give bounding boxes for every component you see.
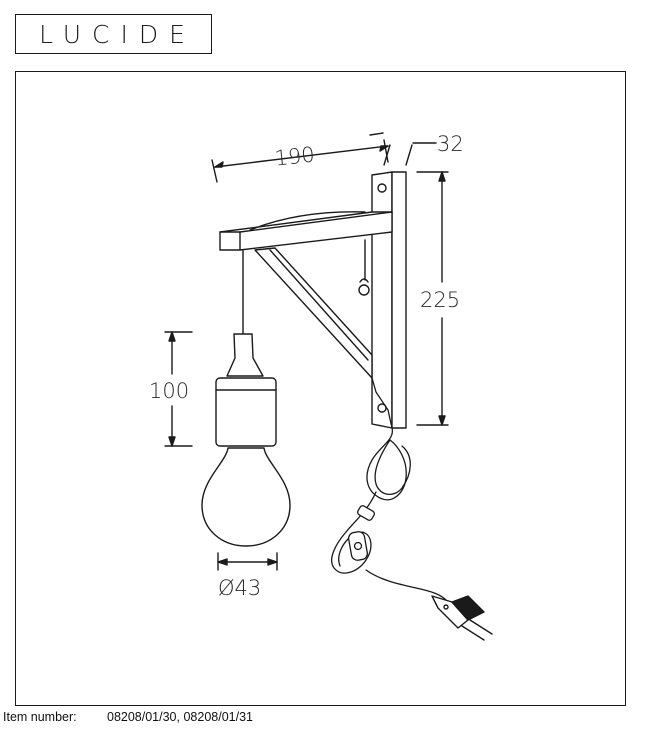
diameter-label: Ø43 bbox=[218, 576, 261, 600]
diagonal-brace bbox=[254, 247, 373, 379]
power-cable bbox=[331, 377, 447, 601]
bracket-arm bbox=[219, 211, 393, 251]
wall-plate bbox=[371, 171, 407, 429]
width-label: 190 bbox=[273, 143, 315, 171]
cable-hook bbox=[358, 278, 370, 296]
depth-label: 32 bbox=[437, 132, 464, 156]
light-bulb bbox=[201, 447, 291, 547]
diameter-dimension bbox=[217, 552, 278, 571]
plug bbox=[431, 595, 493, 641]
logo-text: LUCIDE bbox=[39, 19, 196, 49]
item-number-line: Item number: 08208/01/30, 08208/01/31 bbox=[3, 710, 253, 724]
lamp-height-label: 100 bbox=[149, 379, 189, 403]
item-number-label: Item number: bbox=[3, 710, 77, 724]
drawing-frame bbox=[15, 71, 626, 706]
width-dimension bbox=[211, 139, 389, 183]
height-label: 225 bbox=[420, 288, 460, 312]
depth-dimension bbox=[369, 132, 437, 166]
height-dimension bbox=[416, 171, 449, 426]
brand-logo: LUCIDE bbox=[15, 14, 212, 54]
lamp-height-dimension bbox=[164, 331, 193, 447]
item-number-values: 08208/01/30, 08208/01/31 bbox=[107, 710, 253, 724]
lamp-holder bbox=[215, 333, 277, 447]
